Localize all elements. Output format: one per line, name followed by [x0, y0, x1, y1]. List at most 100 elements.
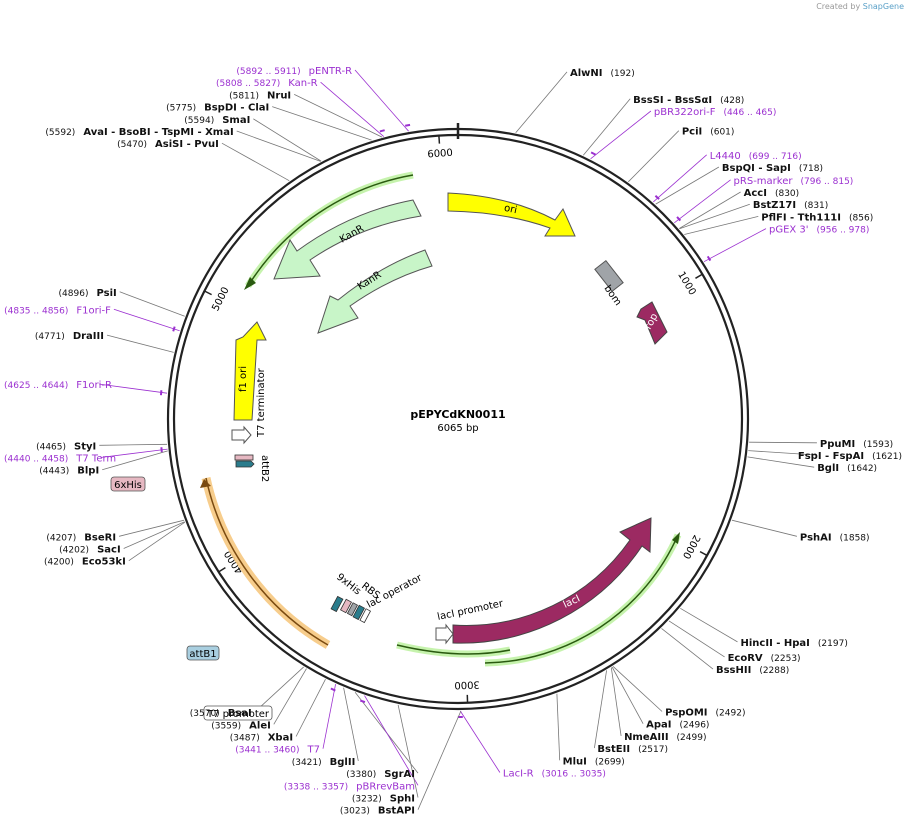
primer-mark	[160, 447, 163, 453]
site-leader	[320, 81, 385, 137]
primer-label: pBR322ori-F (446 .. 465)	[654, 107, 776, 118]
ori-label: ori	[503, 203, 518, 216]
site-label: StyI (4465)	[36, 441, 96, 452]
site-position: (4771)	[35, 332, 65, 342]
site-label: BlpI(4443)	[39, 466, 99, 477]
laci-feature: lacI	[452, 517, 652, 644]
9xhis-label: 9xHis	[334, 572, 363, 598]
6xhis-label: 6xHis	[114, 480, 142, 491]
site-label: PspOMI(2492)	[665, 708, 745, 719]
site-label: PpuMI(1593)	[820, 439, 893, 450]
site-label: PsiI(4896)	[59, 288, 117, 299]
primer-label: pGEX 3' (956 .. 978)	[769, 225, 869, 236]
site-label: BspQI - SapI(718)	[722, 163, 823, 174]
site-name: EcoRV	[728, 653, 763, 664]
tick-label: 2000	[680, 533, 702, 561]
site-leader	[294, 94, 383, 138]
f1-ori-feature: f1 ori	[233, 321, 267, 421]
site-position: (796 .. 815)	[800, 177, 853, 187]
tick-mark	[695, 273, 703, 279]
bom-label: bom	[602, 283, 624, 308]
site-name: SmaI	[222, 115, 250, 126]
site-position: (4200)	[44, 558, 74, 568]
site-name: pBR322ori-F	[654, 107, 716, 118]
site-name: pRS-marker	[734, 176, 794, 187]
site-position: (4465)	[36, 442, 66, 452]
site-leader	[236, 130, 321, 162]
site-position: (3559)	[211, 721, 241, 731]
site-label: DraIII (4771)	[35, 331, 104, 342]
primer-label: pBRrevBam(3338 .. 3357)	[284, 781, 415, 792]
site-leader	[610, 667, 622, 736]
site-name: XbaI	[268, 733, 293, 744]
site-position: (446 .. 465)	[724, 108, 777, 118]
primer-label: F1ori-F (4835 .. 4856)	[4, 305, 111, 316]
primer-mark	[359, 699, 366, 704]
site-label: BsaI(3570)	[190, 708, 252, 719]
site-leader	[594, 670, 607, 749]
site-position: (4625 .. 4644)	[4, 381, 68, 391]
t7-promoter-label: T7 promoter	[206, 709, 270, 720]
site-leader	[680, 607, 738, 643]
site-position: (3487)	[230, 734, 260, 744]
tick-label: 3000	[454, 678, 480, 690]
site-label: BglII(3421)	[292, 757, 356, 768]
site-name: MluI	[563, 756, 587, 767]
site-position: (4835 .. 4856)	[4, 306, 68, 316]
site-position: (5592)	[45, 128, 75, 138]
site-leader	[364, 695, 419, 786]
site-label: BspDI - ClaI(5775)	[166, 103, 269, 114]
site-leader	[515, 71, 568, 134]
site-name: StyI	[74, 441, 96, 452]
site-position: (3338 .. 3357)	[284, 782, 348, 792]
primer-label: Kan-R(5808 .. 5827)	[216, 78, 318, 89]
site-label: FspI - FspAI(1621)	[798, 451, 902, 462]
site-name: AleI	[249, 720, 271, 731]
site-label: SgrAI(3380)	[346, 769, 415, 780]
site-leader	[556, 693, 561, 761]
site-name: pGEX 3'	[769, 225, 809, 236]
site-position: (2492)	[716, 709, 746, 719]
site-position: (192)	[611, 69, 635, 79]
site-name: BssHII	[716, 665, 751, 676]
site-position: (2496)	[680, 721, 710, 731]
site-position: (1593)	[863, 440, 893, 450]
tick-label: 1000	[675, 270, 697, 298]
site-leader	[113, 308, 180, 332]
site-leader	[679, 203, 750, 230]
site-leader	[674, 179, 731, 224]
site-position: (718)	[799, 164, 823, 174]
site-label: AleI (3559)	[211, 720, 271, 731]
site-leader	[612, 666, 663, 712]
t7-terminator-cluster: T7 terminator attB2	[231, 367, 270, 482]
site-position: (2197)	[818, 639, 848, 649]
primer-label: T7(3441 .. 3460)	[235, 745, 320, 756]
site-position: (956 .. 978)	[817, 226, 870, 236]
primer-mark	[405, 123, 411, 127]
primer-label: L4440(699 .. 716)	[710, 151, 802, 162]
site-position: (3441 .. 3460)	[235, 746, 299, 756]
site-position: (4207)	[46, 533, 76, 543]
site-label: MluI(2699)	[563, 756, 625, 767]
site-position: (5808 .. 5827)	[216, 79, 280, 89]
site-name: F1ori-F	[76, 305, 111, 316]
site-name: LacI-R	[503, 769, 534, 780]
site-name: DraIII	[73, 331, 104, 342]
site-position: (831)	[804, 201, 828, 211]
site-name: Eco53kI	[82, 557, 126, 568]
site-leader	[731, 519, 797, 537]
plasmid-name: pEPYCdKN0011	[410, 408, 505, 421]
site-position: (3421)	[292, 758, 322, 768]
site-position: (3380)	[346, 770, 376, 780]
site-label: PciI(601)	[682, 127, 735, 138]
site-label: BssHII(2288)	[716, 665, 789, 676]
site-label: ApaI(2496)	[646, 720, 709, 731]
direction-arrows	[200, 171, 682, 667]
site-label: NruI(5811)	[229, 90, 291, 101]
site-position: (2253)	[771, 654, 801, 664]
site-position: (2517)	[638, 745, 668, 755]
site-name: BglI	[817, 463, 839, 474]
t7-promoter-tag: T7 promoter	[203, 705, 273, 721]
site-leader	[655, 166, 720, 205]
